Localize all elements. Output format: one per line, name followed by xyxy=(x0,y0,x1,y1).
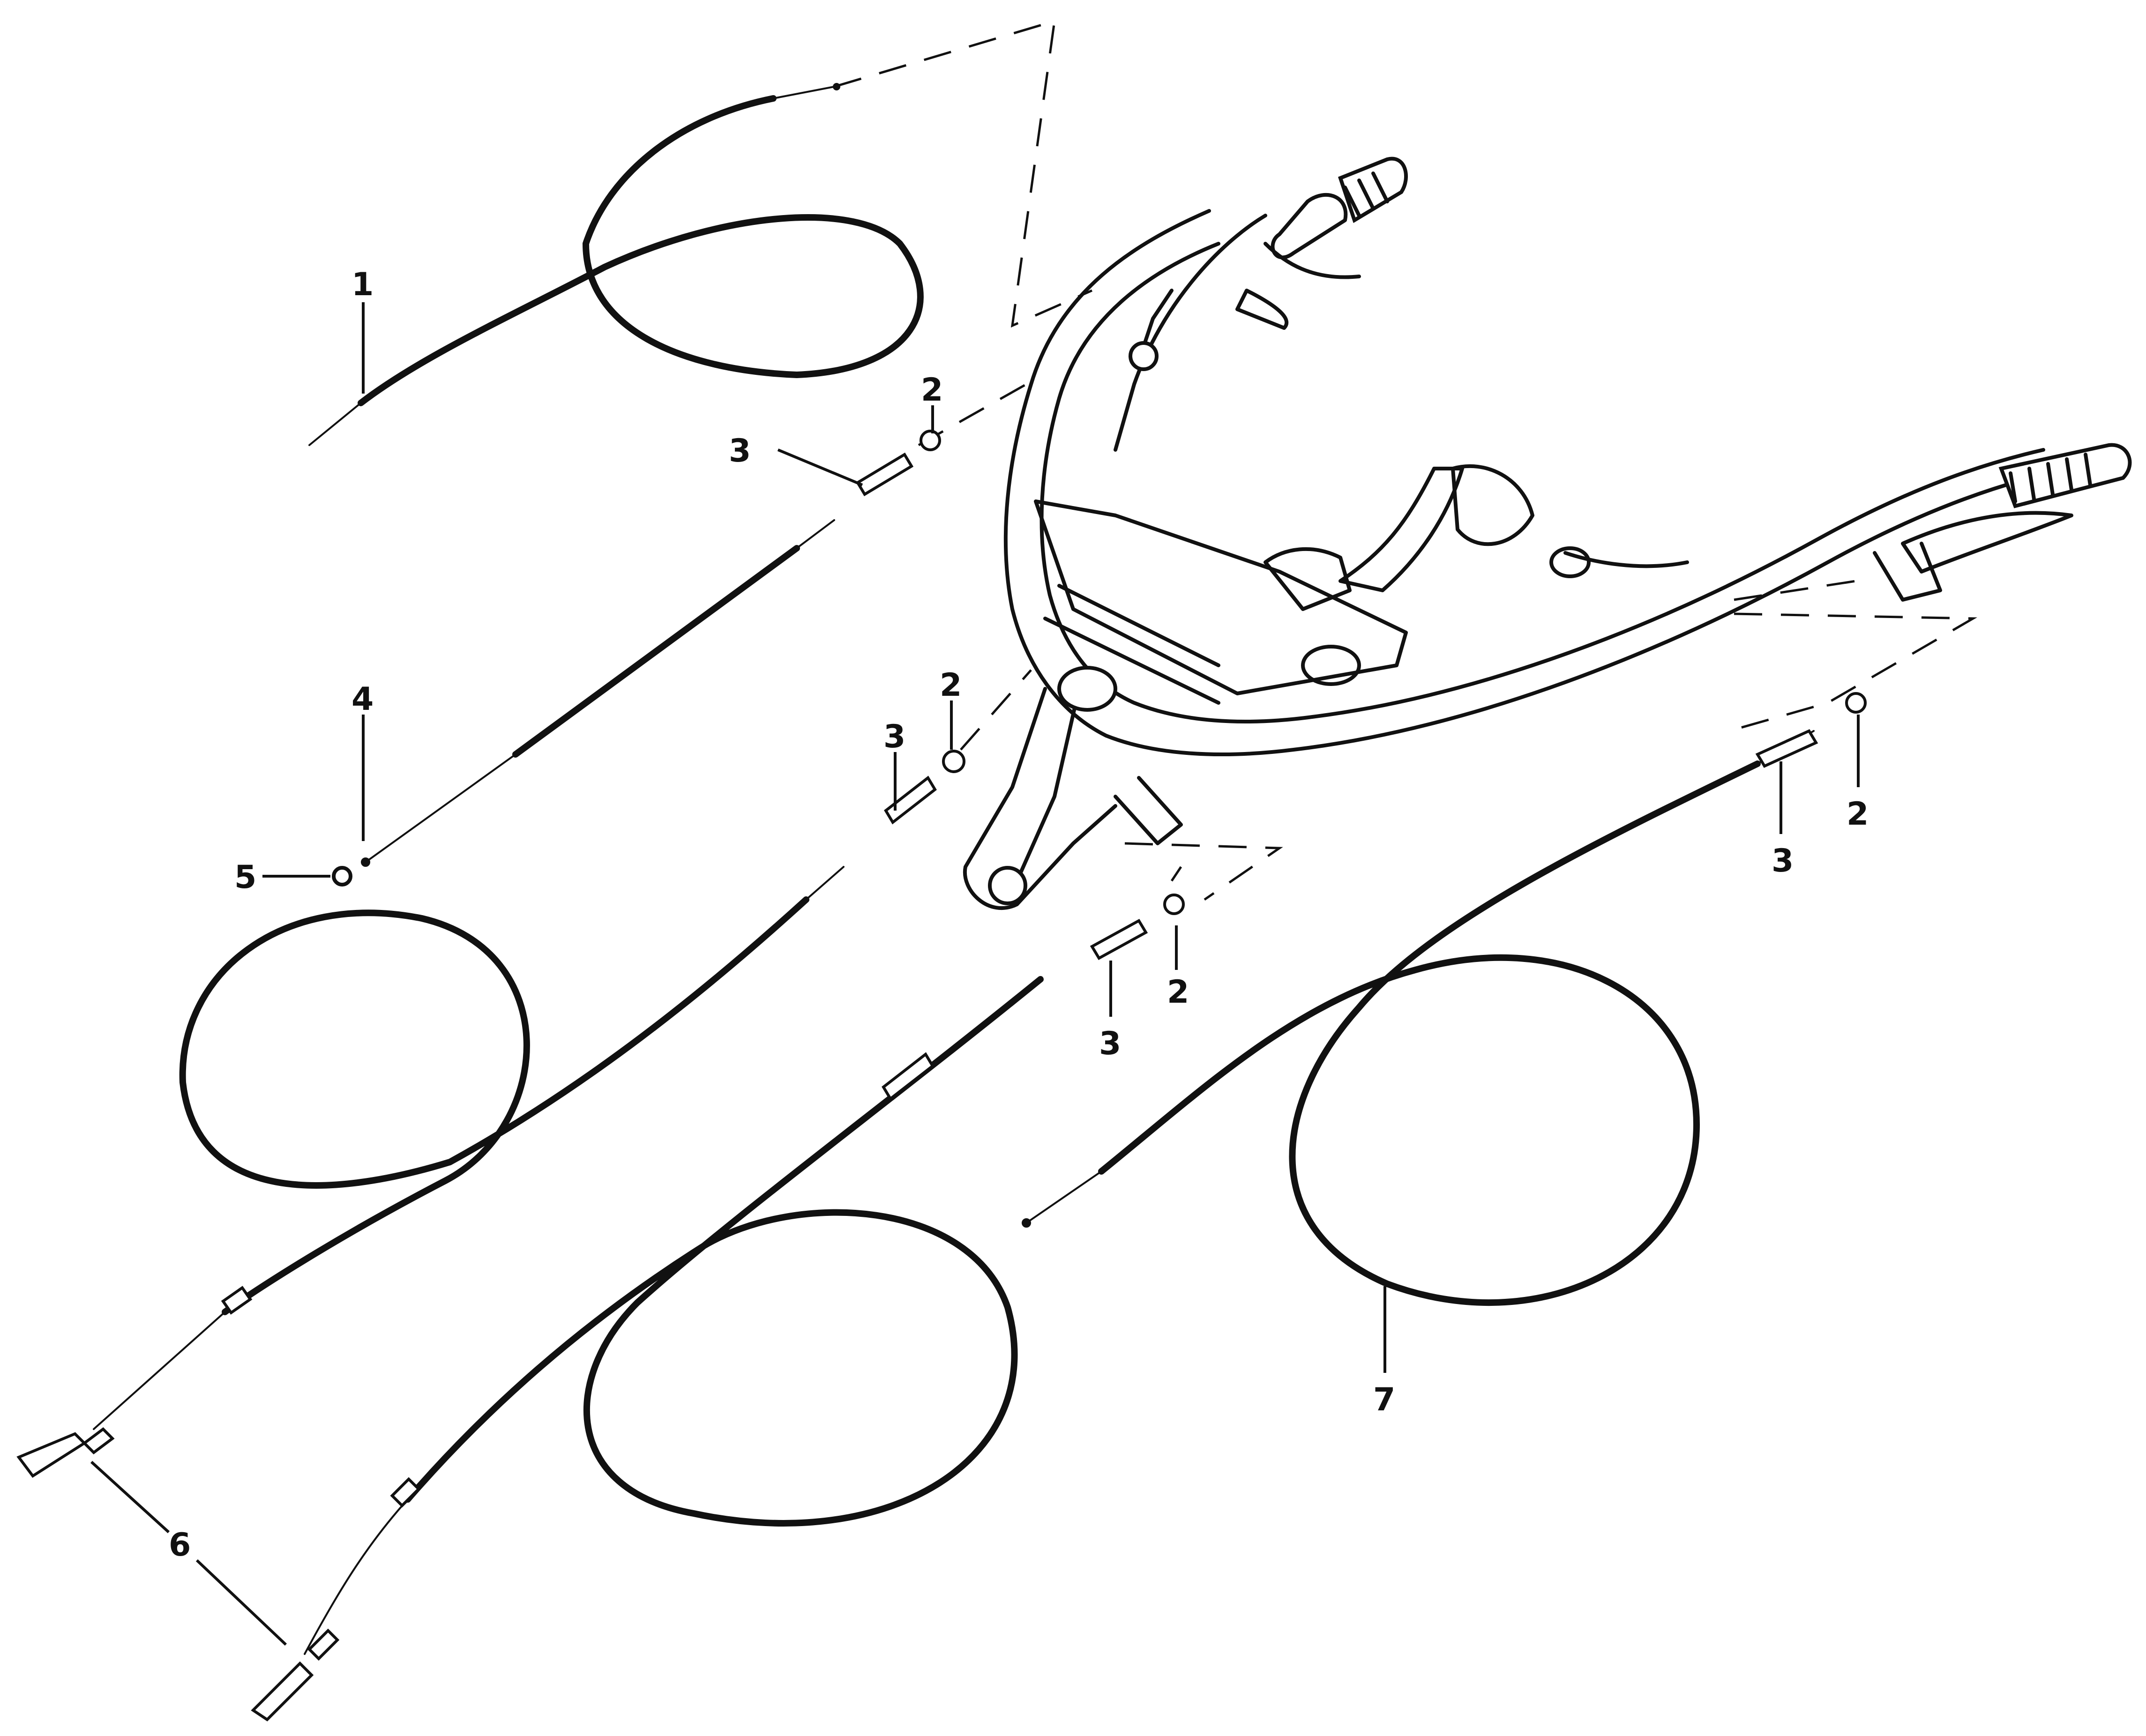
callout-6: 6 xyxy=(169,1527,191,1564)
callout-3c: 3 xyxy=(1099,1025,1121,1062)
cable-7 xyxy=(1022,730,1815,1306)
callout-5: 5 xyxy=(234,859,256,896)
adjuster-screws xyxy=(855,452,1818,1101)
callout-3b: 3 xyxy=(883,718,905,755)
callout-2d: 2 xyxy=(1847,796,1869,833)
cable-1 xyxy=(308,83,924,446)
callout-1: 1 xyxy=(351,266,374,303)
dashed-routing-lines xyxy=(834,19,1977,901)
callout-3d: 3 xyxy=(1772,842,1794,879)
scooter-frame xyxy=(963,156,2132,910)
cable-6 xyxy=(16,866,1044,1721)
callout-4: 4 xyxy=(351,681,374,718)
lock-nuts xyxy=(920,430,1867,915)
callout-3a: 3 xyxy=(729,432,751,469)
callout-2a: 2 xyxy=(921,372,943,409)
callout-2c: 2 xyxy=(1167,974,1189,1011)
callout-2b: 2 xyxy=(940,667,962,704)
bolt-icon xyxy=(332,866,352,887)
callout-7: 7 xyxy=(1373,1381,1395,1418)
cable-4 xyxy=(361,519,835,867)
callout-leaders xyxy=(90,302,1860,1646)
